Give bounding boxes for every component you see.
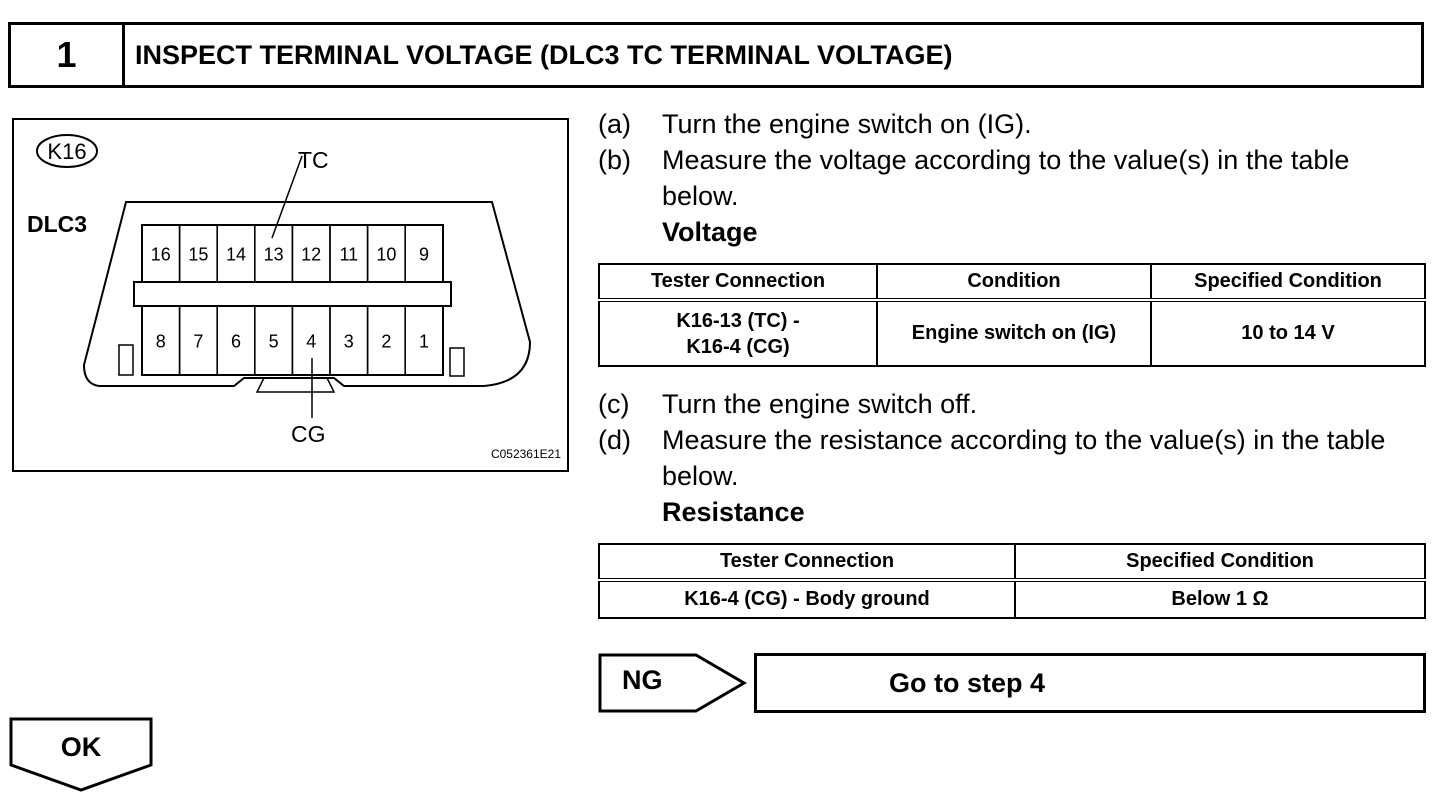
resistance-heading: Resistance <box>662 497 805 527</box>
pin-number: 4 <box>306 332 316 352</box>
pin-number: 9 <box>419 245 429 265</box>
table-cell: K16-4 (CG) - Body ground <box>598 579 1016 619</box>
pin-cell <box>404 224 444 283</box>
pin-number: 15 <box>188 245 208 265</box>
ok-label: OK <box>61 732 102 762</box>
connector-code-oval <box>36 134 98 168</box>
pin-number: 5 <box>269 332 279 352</box>
table-header: Tester Connection <box>598 543 1016 582</box>
connector-name-label: DLC3 <box>27 211 87 237</box>
table-header: Specified Condition <box>1014 543 1426 582</box>
ng-arrow: NG <box>598 653 748 718</box>
pin-number: 7 <box>193 332 203 352</box>
cg-label: CG <box>291 421 326 447</box>
pin-number: 3 <box>344 332 354 352</box>
pin-number: 2 <box>381 332 391 352</box>
pin-number: 10 <box>376 245 396 265</box>
step-c: (c) Turn the engine switch off. <box>598 386 1422 422</box>
step-a: (a) Turn the engine switch on (IG). <box>598 106 1422 142</box>
step-letter: (c) <box>598 389 630 419</box>
table-cell: Engine switch on (IG) <box>876 299 1152 367</box>
table-cell: K16-13 (TC) - K16-4 (CG) <box>598 299 878 367</box>
connector-code-label: K16 <box>47 139 86 164</box>
step-title: INSPECT TERMINAL VOLTAGE (DLC3 TC TERMIN… <box>135 39 953 70</box>
pin-number: 8 <box>156 332 166 352</box>
table-row: K16-4 (CG) - Body ground Below 1 Ω <box>598 579 1426 619</box>
step-text: Measure the resistance according to the … <box>662 425 1386 491</box>
right-latch <box>449 347 465 377</box>
step-text: Turn the engine switch on (IG). <box>662 109 1032 139</box>
step-d: (d) Measure the resistance according to … <box>598 422 1422 494</box>
connection-line-1: K16-13 (TC) - <box>676 309 800 332</box>
table-cell: 10 to 14 V <box>1150 299 1426 367</box>
pin-number: 6 <box>231 332 241 352</box>
step-text: Turn the engine switch off. <box>662 389 978 419</box>
table-cell: Below 1 Ω <box>1014 579 1426 619</box>
connection-line-2: K16-4 (CG) <box>686 335 790 358</box>
ng-label: NG <box>622 665 663 695</box>
pin-number: 11 <box>339 245 358 265</box>
goto-label: Go to step 4 <box>889 667 1046 698</box>
step-letter: (a) <box>598 109 631 139</box>
pin-number: 16 <box>151 245 171 265</box>
voltage-heading: Voltage <box>662 217 758 247</box>
step-number: 1 <box>11 25 125 85</box>
ok-arrow: OK <box>9 717 155 798</box>
step-header: 1 INSPECT TERMINAL VOLTAGE (DLC3 TC TERM… <box>8 22 1424 88</box>
table-header: Specified Condition <box>1150 263 1426 302</box>
pins-top-row: 16 15 14 13 12 11 10 9 <box>141 224 444 283</box>
tc-leader-line <box>271 155 303 239</box>
voltage-table: Tester Connection Condition Specified Co… <box>598 263 1426 367</box>
step-letter: (b) <box>598 145 631 175</box>
steps-resistance: (c) Turn the engine switch off. (d) Meas… <box>598 386 1422 530</box>
table-row: K16-13 (TC) - K16-4 (CG) Engine switch o… <box>598 299 1426 367</box>
pin-number: 13 <box>264 245 284 265</box>
pin-number: 14 <box>226 245 246 265</box>
goto-step-box: Go to step 4 <box>754 653 1426 713</box>
pin-number: 1 <box>419 332 429 352</box>
pin-divider <box>133 281 452 307</box>
table-header: Condition <box>876 263 1152 302</box>
figure-id: C052361E21 <box>491 447 561 461</box>
step-letter: (d) <box>598 425 631 455</box>
tc-label: TC <box>298 147 329 173</box>
connector-key <box>255 377 336 393</box>
pin-cell <box>404 305 444 376</box>
step-b: (b) Measure the voltage according to the… <box>598 142 1422 214</box>
steps-voltage: (a) Turn the engine switch on (IG). (b) … <box>598 106 1422 250</box>
table-header: Tester Connection <box>598 263 878 302</box>
resistance-table: Tester Connection Specified Condition K1… <box>598 543 1426 619</box>
pins-bottom-row: 8 7 6 5 4 3 2 1 <box>141 305 444 376</box>
connector-outline <box>82 201 532 387</box>
pin-number: 12 <box>301 245 321 265</box>
step-text: Measure the voltage according to the val… <box>662 145 1350 211</box>
left-latch <box>118 344 134 376</box>
